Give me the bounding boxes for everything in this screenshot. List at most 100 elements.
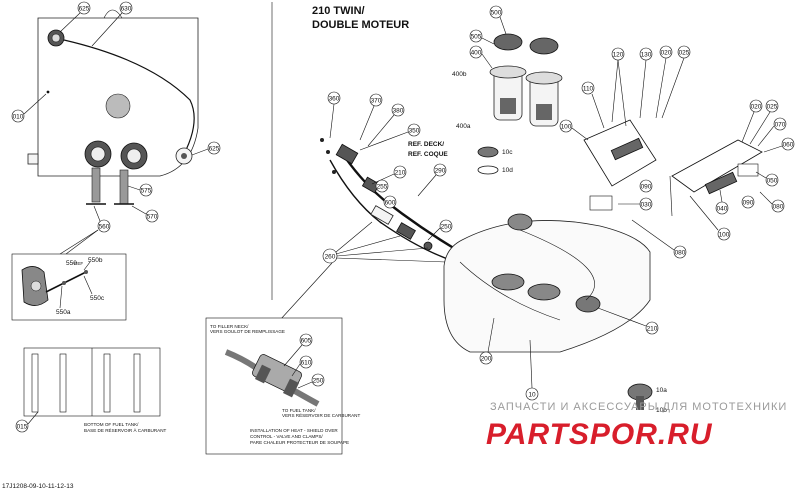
callout-090-right: 090 — [741, 195, 755, 209]
callout-290: 290 — [417, 163, 447, 197]
callout-505: 505 — [469, 29, 495, 45]
svg-text:600: 600 — [385, 199, 396, 206]
watermark-logo: PARTSPOR.RU — [486, 418, 713, 451]
svg-text:560: 560 — [99, 223, 110, 230]
diagram-title-line1: 210 TWIN/ — [312, 5, 365, 17]
svg-text:100: 100 — [719, 231, 730, 238]
svg-text:250: 250 — [313, 377, 324, 384]
bracket-right — [669, 139, 763, 217]
svg-text:10a: 10a — [656, 387, 667, 394]
callout-070: 070 — [757, 117, 787, 147]
svg-text:380: 380 — [393, 107, 404, 114]
svg-text:550c: 550c — [90, 295, 105, 302]
callout-040: 040 — [715, 189, 729, 215]
svg-text:100: 100 — [561, 123, 572, 130]
svg-text:360: 360 — [329, 95, 340, 102]
callout-400b: 400b — [452, 71, 467, 78]
callout-090-mid: 090 — [639, 179, 653, 193]
callout-100-top: 100 — [559, 119, 589, 141]
svg-text:090: 090 — [743, 199, 754, 206]
svg-text:370: 370 — [371, 97, 382, 104]
svg-text:010: 010 — [13, 113, 24, 120]
svg-text:050: 050 — [767, 177, 778, 184]
svg-text:10b: 10b — [656, 407, 667, 414]
svg-text:020: 020 — [661, 49, 672, 56]
svg-text:080: 080 — [773, 203, 784, 210]
detail-box-550: 550 REF 550b 550a 550c — [11, 253, 127, 321]
callout-560: 560 — [59, 205, 111, 255]
callout-360: 360 — [327, 91, 341, 139]
bracket-left — [583, 119, 657, 211]
callout-120: 120 — [611, 47, 627, 127]
svg-text:015: 015 — [17, 423, 28, 430]
svg-text:120: 120 — [613, 51, 624, 58]
svg-text:10c: 10c — [502, 149, 513, 156]
svg-text:CONTROL - VALVE AND CLAMPS/: CONTROL - VALVE AND CLAMPS/ — [250, 434, 323, 439]
svg-text:INSTALLATION OF HEAT - SHIELD: INSTALLATION OF HEAT - SHIELD OVER — [250, 428, 338, 433]
svg-text:550b: 550b — [88, 257, 103, 264]
svg-text:500: 500 — [491, 9, 502, 16]
callout-030: 030 — [618, 197, 653, 211]
sensor-10a-10b: 10a 10b — [627, 383, 667, 414]
svg-text:030: 030 — [641, 201, 652, 208]
svg-text:130: 130 — [641, 51, 652, 58]
svg-text:250: 250 — [441, 223, 452, 230]
callout-250-inset: 250 — [297, 373, 325, 389]
svg-text:200: 200 — [481, 355, 492, 362]
svg-text:570: 570 — [147, 213, 158, 220]
callout-625-right: 625 — [191, 141, 221, 156]
svg-text:350: 350 — [409, 127, 420, 134]
callout-210-center: 210 — [371, 165, 407, 185]
svg-text:PARE CHALEUR PROTECTEUR DE SOU: PARE CHALEUR PROTECTEUR DE SOUPAPE — [250, 440, 349, 445]
callout-130: 130 — [639, 47, 653, 119]
callout-630: 630 — [91, 1, 133, 47]
svg-text:550: 550 — [66, 260, 77, 267]
svg-text:REF: REF — [74, 261, 83, 266]
svg-text:BOTTOM OF FUEL TANK/: BOTTOM OF FUEL TANK/ — [84, 422, 139, 427]
callout-080-mid: 080 — [631, 219, 687, 259]
svg-text:505: 505 — [471, 33, 482, 40]
svg-text:060: 060 — [783, 141, 794, 148]
svg-text:10d: 10d — [502, 167, 513, 174]
callout-500: 500 — [489, 5, 507, 35]
heat-shield-inset: TO FILLER NECK/ VERS GOULOT DE REMPLISSA… — [205, 317, 360, 455]
callout-010: 010 — [11, 93, 47, 123]
fuel-tank-body — [443, 213, 651, 353]
callout-110: 110 — [581, 81, 605, 129]
callout-600-center: 600 — [383, 195, 397, 209]
diagram-code: 17J1208-09-10-11-12-13 — [2, 483, 74, 490]
svg-text:090: 090 — [641, 183, 652, 190]
callout-080-right: 080 — [759, 191, 785, 213]
svg-text:080: 080 — [675, 249, 686, 256]
svg-text:TO FUEL TANK/: TO FUEL TANK/ — [282, 408, 316, 413]
callout-255: 255 — [375, 179, 389, 193]
callout-050: 050 — [755, 171, 779, 187]
svg-text:110: 110 — [583, 85, 594, 92]
callout-380: 380 — [367, 103, 405, 147]
fuel-pumps — [489, 33, 563, 127]
svg-text:BASE DE RÉSERVOIR À CARBURANT: BASE DE RÉSERVOIR À CARBURANT — [84, 427, 167, 433]
svg-text:575: 575 — [141, 187, 152, 194]
callout-400: 400 — [469, 45, 493, 69]
svg-text:025: 025 — [679, 49, 690, 56]
svg-text:040: 040 — [717, 205, 728, 212]
svg-text:400: 400 — [471, 49, 482, 56]
diagram-title-line2: DOUBLE MOTEUR — [312, 19, 409, 31]
bottom-fuel-tank-view: BOTTOM OF FUEL TANK/ BASE DE RÉSERVOIR À… — [23, 347, 167, 433]
svg-text:210: 210 — [647, 325, 658, 332]
callout-400a: 400a — [456, 123, 471, 130]
svg-text:630: 630 — [121, 5, 132, 12]
svg-text:260: 260 — [325, 253, 336, 260]
ref-deck-line2: REF. COQUE — [408, 151, 448, 158]
watermark-tagline: ЗАПЧАСТИ И АКСЕССУАРЫ ДЛЯ МОТОТЕХНИКИ — [490, 401, 787, 413]
svg-text:625: 625 — [209, 145, 220, 152]
fuel-tank-top-view — [27, 9, 199, 205]
callout-020-top: 020 — [655, 45, 673, 119]
svg-text:025: 025 — [767, 103, 778, 110]
callout-025-right: 025 — [749, 99, 779, 145]
svg-text:VERS GOULOT DE REMPLISSAGE: VERS GOULOT DE REMPLISSAGE — [210, 329, 285, 334]
svg-text:550a: 550a — [56, 309, 71, 316]
svg-text:210: 210 — [395, 169, 406, 176]
svg-text:070: 070 — [775, 121, 786, 128]
